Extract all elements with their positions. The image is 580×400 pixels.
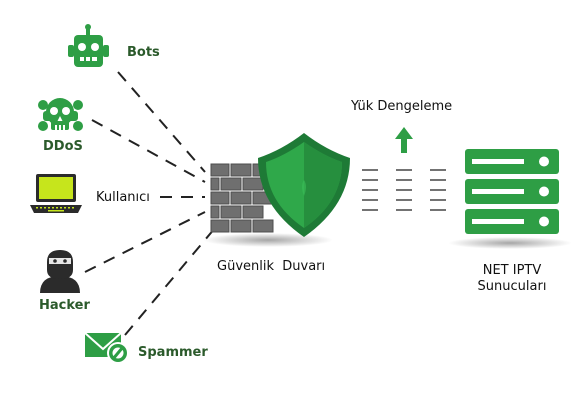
hacker-label: Hacker — [39, 298, 90, 313]
hacker-icon — [40, 250, 80, 293]
ddos-label: DDoS — [43, 139, 83, 154]
server-icon — [465, 149, 559, 234]
server-shadow — [448, 237, 572, 249]
bots-label: Bots — [127, 45, 160, 60]
firewall-label: Güvenlik Duvarı — [217, 259, 326, 274]
line-spammer — [124, 227, 216, 336]
connection-lines — [84, 71, 216, 336]
servers-label-line2: Sunucuları — [477, 279, 547, 294]
servers-label-line1: NET IPTV — [482, 263, 542, 278]
robot-icon — [68, 24, 109, 67]
load-balancing-label: Yük Dengeleme — [351, 99, 453, 114]
line-bots — [117, 71, 206, 173]
mail-block-icon — [84, 332, 129, 364]
laptop-icon — [30, 174, 82, 213]
line-hacker — [84, 211, 206, 273]
skull-icon — [38, 98, 83, 131]
up-arrow-icon — [395, 127, 413, 153]
load-balance-lines — [362, 169, 446, 211]
line-ddos — [91, 119, 206, 183]
spammer-label: Spammer — [138, 345, 208, 360]
firewall-shadow — [203, 233, 333, 247]
shield-icon — [258, 133, 350, 237]
brick-wall-icon — [210, 163, 274, 233]
kullanici-label: Kullanıcı — [96, 190, 150, 205]
